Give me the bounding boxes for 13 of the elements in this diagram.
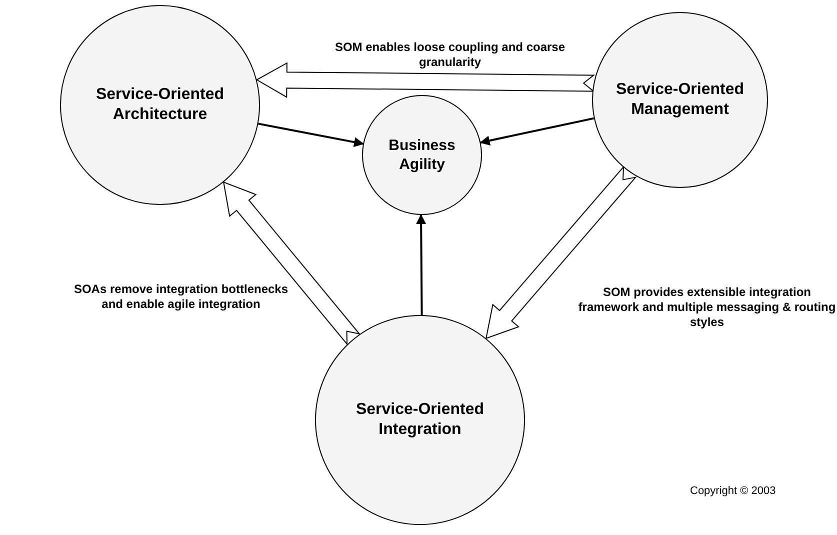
edge-label: SOAs remove integration bottlenecks and enable agile integration xyxy=(72,282,290,312)
node-label: Service-Oriented Architecture xyxy=(94,85,226,125)
edge-label: SOM provides extensible integration framework and multiple messaging & routing styles xyxy=(578,285,836,330)
arrow xyxy=(480,117,594,146)
node-label: Service-Oriented Integration xyxy=(354,400,486,440)
node-label: Service-Oriented Management xyxy=(614,80,746,120)
node-label: Business Agility xyxy=(388,136,456,174)
copyright-note: Copyright © 2003 xyxy=(690,485,776,497)
block-arrow xyxy=(485,166,637,340)
block-arrow xyxy=(256,62,596,98)
block-arrow xyxy=(222,181,361,346)
arrow xyxy=(416,214,426,315)
arrow xyxy=(258,122,364,148)
